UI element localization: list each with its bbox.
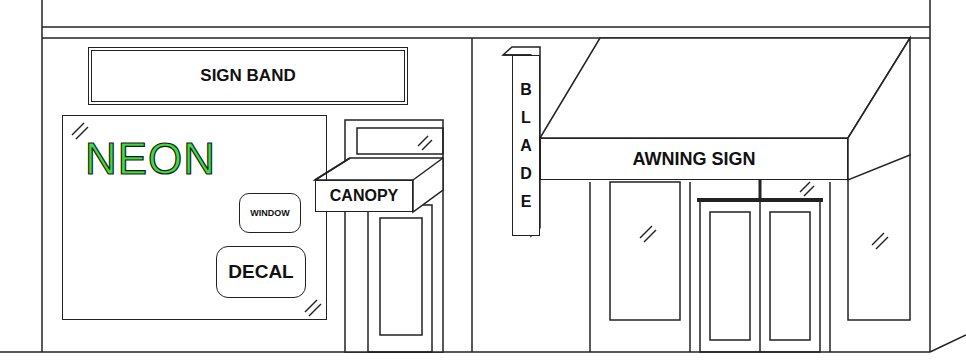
sign-label: WINDOW	[250, 208, 290, 218]
sign-box: SIGN BAND	[88, 47, 408, 105]
sign-label: SIGN BAND	[200, 66, 295, 86]
sign-box: BLADE	[512, 55, 540, 236]
sign-label: AWNING SIGN	[632, 149, 755, 170]
sign-box: CANOPY	[315, 180, 413, 212]
sign-box: NEON WINDOW DECAL	[62, 115, 327, 320]
sign-label: DECAL	[228, 261, 293, 283]
sign-label: BLADE	[518, 76, 534, 216]
sign-box: AWNING SIGN	[540, 138, 848, 180]
sign-label: CANOPY	[330, 187, 398, 205]
neon-text: NEON	[85, 134, 216, 184]
sign-box: DECAL	[216, 246, 306, 298]
sign-box: WINDOW	[239, 193, 301, 233]
